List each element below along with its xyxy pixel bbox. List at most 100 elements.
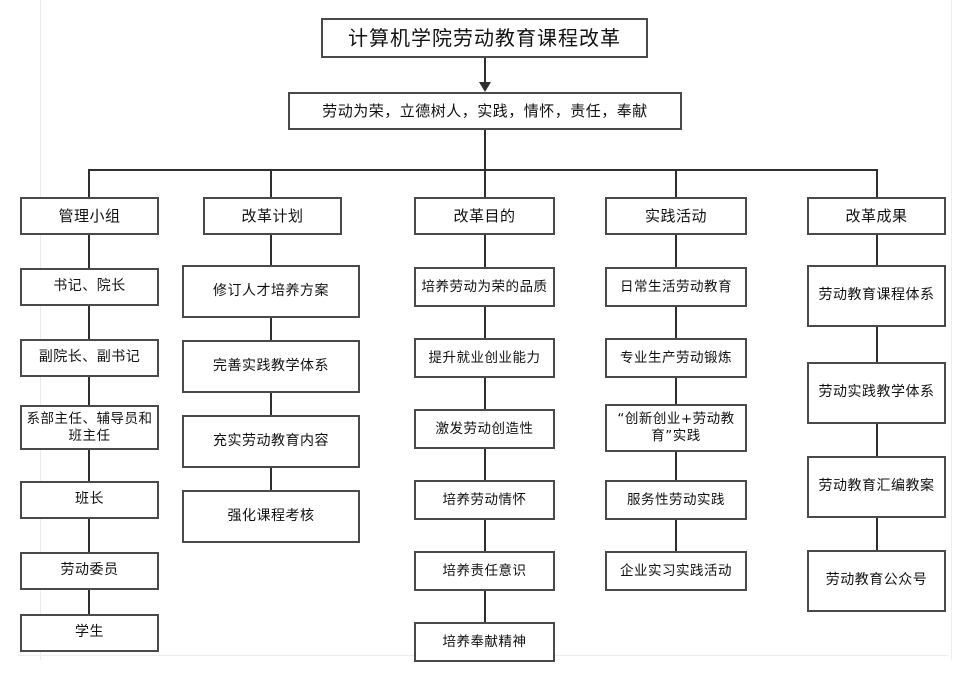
node-label: 学生 [75,624,104,641]
node-label: 副院长、副书记 [38,349,141,366]
connector-col3-5 [484,591,486,622]
node-reform-purpose-3: 激发劳动创造性 [414,409,555,449]
node-management-group-2: 副院长、副书记 [20,339,159,377]
node-reform-results-2: 劳动实践教学体系 [807,362,946,424]
node-reform-results-1: 劳动教育课程体系 [807,265,946,327]
node-reform-results-3: 劳动教育汇编教案 [807,456,946,518]
connector-col1-4 [88,519,90,552]
node-label: 班长 [75,491,104,508]
connector-col3-0 [484,235,486,267]
connector-col1-5 [88,590,90,614]
distribution-bus-line [88,169,878,171]
connector-col1-1 [88,306,90,339]
arrowhead-title-to-principles [479,82,491,92]
node-label: 培养劳动情怀 [442,491,527,508]
column-header-reform-plan: 改革计划 [203,197,342,235]
node-label: 专业生产劳动锻炼 [620,349,732,366]
node-reform-plan-2: 完善实践教学体系 [182,340,360,393]
connector-col3-1 [484,307,486,338]
node-label: 完善实践教学体系 [213,357,329,374]
node-label: 系部主任、辅导员和班主任 [26,410,153,444]
node-label: 修订人才培养方案 [213,282,329,299]
node-reform-plan-4: 强化课程考核 [182,490,360,543]
connector-col5-0 [876,235,878,265]
node-reform-purpose-1: 培养劳动为荣的品质 [414,267,555,307]
connector-col5-3 [876,518,878,550]
connector-col1-2 [88,377,90,405]
node-label: 劳动委员 [60,562,119,579]
node-label: 劳动教育公众号 [825,572,928,589]
node-label: 劳动教育课程体系 [818,287,935,304]
connector-col4-3 [675,452,677,480]
node-practice-activities-5: 企业实习实践活动 [605,551,747,591]
connector-col3-4 [484,520,486,551]
diagram-title-text: 计算机学院劳动教育课程改革 [348,25,621,50]
principles-text: 劳动为荣，立德树人，实践，情怀，责任，奉献 [322,101,648,120]
connector-col3-2 [484,378,486,409]
node-label: 培养责任意识 [442,562,527,579]
node-management-group-3: 系部主任、辅导员和班主任 [20,405,159,450]
node-label: “创新创业+劳动教育”实践 [617,411,735,444]
column-header-reform-purpose: 改革目的 [414,197,555,235]
node-reform-purpose-2: 提升就业创业能力 [414,338,555,378]
node-practice-activities-4: 服务性劳动实践 [605,480,747,520]
node-label: 企业实习实践活动 [620,562,732,579]
node-label: 日常生活劳动教育 [620,278,732,295]
node-label: 提升就业创业能力 [428,349,541,366]
node-management-group-5: 劳动委员 [20,552,159,590]
node-management-group-6: 学生 [20,614,159,652]
node-label: 劳动教育汇编教案 [818,478,935,495]
node-label: 培养劳动为荣的品质 [421,278,548,295]
node-practice-activities-1: 日常生活劳动教育 [605,267,747,307]
column-header-label: 改革成果 [845,206,908,225]
scan-page-edge-left [40,0,41,660]
node-practice-activities-2: 专业生产劳动锻炼 [605,338,747,378]
connector-col5-1 [876,327,878,362]
node-label: 劳动实践教学体系 [818,384,935,401]
connector-col3-3 [484,449,486,480]
node-reform-plan-1: 修订人才培养方案 [182,265,360,318]
connector-col4-4 [675,520,677,551]
node-reform-purpose-4: 培养劳动情怀 [414,480,555,520]
connector-col2-0 [270,235,272,265]
node-label: 培养奉献精神 [442,633,527,650]
connector-col1-3 [88,450,90,481]
node-management-group-1: 书记、院长 [20,268,159,306]
node-reform-purpose-6: 培养奉献精神 [414,622,555,662]
bus-drop-col5 [876,169,878,197]
column-header-label: 改革计划 [241,206,304,225]
connector-col2-2 [270,393,272,415]
connector-col2-1 [270,318,272,340]
node-management-group-4: 班长 [20,481,159,519]
bus-drop-col4 [675,169,677,197]
node-reform-plan-3: 充实劳动教育内容 [182,415,360,468]
bus-drop-col2 [270,169,272,197]
node-label: 强化课程考核 [227,507,315,524]
connector-col4-2 [675,378,677,404]
column-header-label: 实践活动 [644,206,707,225]
node-reform-results-4: 劳动教育公众号 [807,550,946,612]
connector-col4-0 [675,235,677,267]
bus-drop-col1 [88,169,90,197]
connector-col4-1 [675,307,677,338]
node-practice-activities-3: “创新创业+劳动教育”实践 [605,404,747,452]
principles-box: 劳动为荣，立德树人，实践，情怀，责任，奉献 [288,92,682,130]
column-header-reform-results: 改革成果 [807,197,946,235]
node-reform-purpose-5: 培养责任意识 [414,551,555,591]
node-label: 激发劳动创造性 [435,420,534,437]
column-header-label: 改革目的 [453,206,516,225]
bus-drop-col3 [484,169,486,197]
column-header-management-group: 管理小组 [20,197,159,235]
connector-principles-to-bus [484,130,486,171]
connector-title-to-principles [484,58,486,86]
diagram-title-box: 计算机学院劳动教育课程改革 [321,18,648,58]
connector-col2-3 [270,468,272,490]
node-label: 充实劳动教育内容 [213,432,329,449]
connector-col1-0 [88,235,90,268]
scan-page-edge-right [951,0,952,660]
node-label: 书记、院长 [53,278,126,295]
connector-col5-2 [876,424,878,456]
column-header-practice-activities: 实践活动 [605,197,747,235]
column-header-label: 管理小组 [58,206,121,225]
